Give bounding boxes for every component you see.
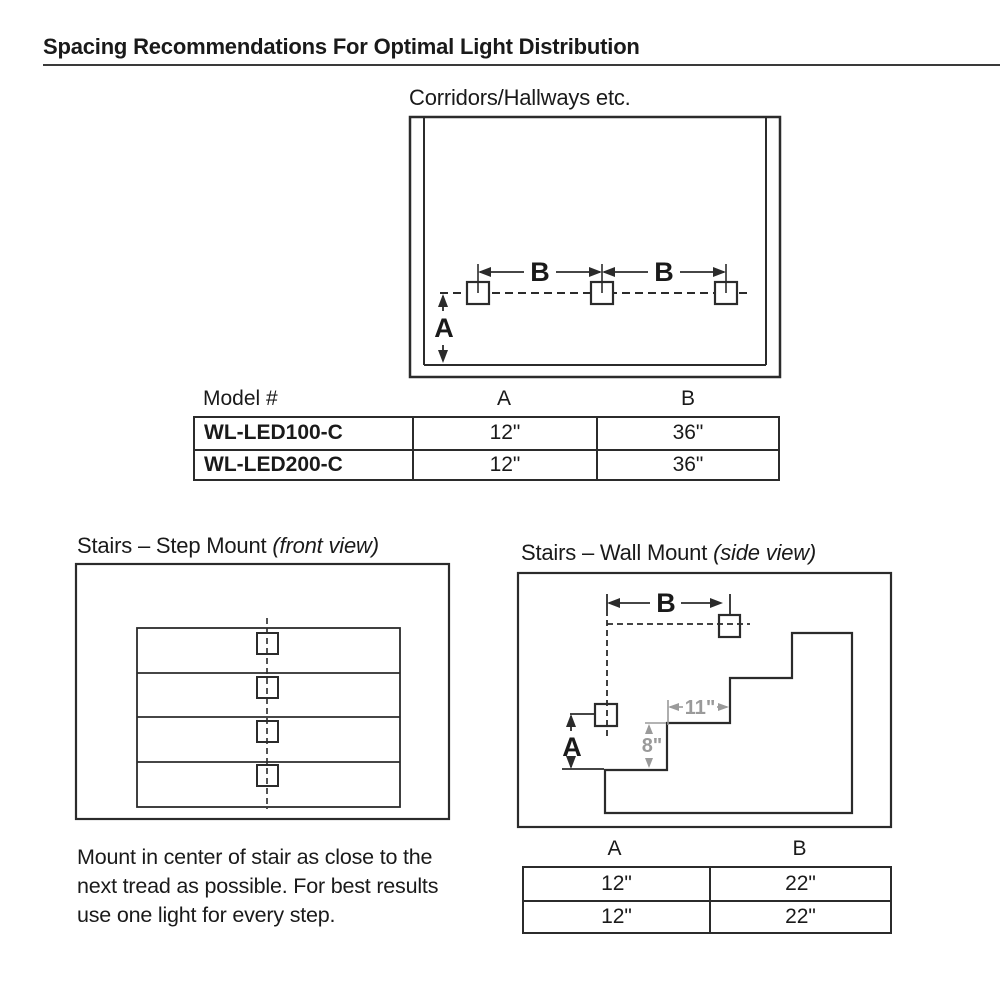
step-mount-diagram: [74, 562, 451, 821]
wall-table-header-b: B: [792, 837, 807, 860]
step-mount-lights: [256, 632, 279, 787]
table-cell-b: 36": [596, 448, 778, 479]
mounting-note: Mount in center of stair as close to the…: [77, 845, 439, 927]
table-cell-a: 12": [601, 872, 632, 895]
model-table-header-b: B: [680, 387, 695, 410]
wall-mount-frame: [516, 571, 893, 829]
wall-mount-section-heading: Stairs – Wall Mount(side view): [521, 540, 816, 566]
corridor-heading-text: Corridors/Hallways etc.: [409, 85, 631, 110]
table-cell-b: 36": [596, 418, 778, 449]
corridor-dimension-ticks: [477, 264, 727, 293]
title-underline: [43, 64, 1000, 66]
corridor-dim-b2-label: B: [654, 257, 674, 287]
tread-depth-arrows: [668, 703, 729, 711]
light-fixture-icon: [256, 632, 279, 655]
staircase-profile: [603, 631, 854, 815]
corridor-diagram: B B A: [408, 115, 782, 379]
step-mount-heading-text: Stairs – Step Mount: [77, 533, 267, 558]
wall-dim-a-label: A: [562, 732, 582, 762]
light-fixture-icon: [256, 720, 279, 743]
corridor-dim-a-arrows: [438, 294, 448, 363]
corridor-room-outline: [408, 115, 782, 379]
wall-spacing-table: 12" 22" 12" 22": [522, 866, 892, 934]
page-title: Spacing Recommendations For Optimal Ligh…: [43, 34, 640, 59]
step-mount-frame: [74, 562, 451, 821]
wall-dim-b-label: B: [656, 588, 676, 618]
corridor-dim-b2-arrows: [602, 267, 726, 277]
model-table-header-model: Model #: [203, 387, 278, 410]
corridor-dim-a-label: A: [434, 313, 454, 343]
wall-mount-diagram: 11" 8" B: [516, 571, 893, 829]
wall-mount-lights: [593, 613, 742, 728]
riser-height-label: 8": [642, 735, 663, 757]
table-cell-a: 12": [412, 418, 596, 449]
light-fixture-icon: [717, 613, 742, 639]
table-cell-a: 12": [412, 448, 596, 479]
model-table-header-a: A: [496, 387, 511, 410]
step-mount-view-label: (front view): [272, 533, 379, 558]
table-cell-b: 22": [709, 868, 890, 900]
model-spacing-table: WL-LED100-C 12" 36" WL-LED200-C 12" 36": [193, 416, 780, 481]
light-fixture-icon: [256, 764, 279, 787]
wall-table-header-a: A: [607, 837, 622, 860]
wall-dim-b-arrows: [607, 598, 723, 608]
stair-treads: [136, 627, 401, 808]
corridor-dim-b1-label: B: [530, 257, 550, 287]
wall-dim-b: [606, 594, 731, 616]
table-cell-a: 12": [524, 900, 709, 932]
wall-dim-a-arrows: [566, 714, 576, 769]
table-cell-b: 22": [709, 900, 890, 932]
light-fixture-icon: [593, 702, 619, 728]
wall-mount-view-label: (side view): [713, 540, 817, 565]
table-cell-model: WL-LED200-C: [195, 448, 412, 480]
wall-mount-heading-text: Stairs – Wall Mount: [521, 540, 708, 565]
tread-depth-label: 11": [685, 697, 716, 719]
corridor-dim-b1-arrows: [478, 267, 602, 277]
light-fixture-icon: [256, 676, 279, 699]
table-cell-model: WL-LED100-C: [204, 421, 343, 445]
riser-height-arrows: [645, 724, 653, 768]
corridor-section-heading: Corridors/Hallways etc.: [409, 85, 631, 111]
step-mount-section-heading: Stairs – Step Mount(front view): [77, 533, 379, 559]
